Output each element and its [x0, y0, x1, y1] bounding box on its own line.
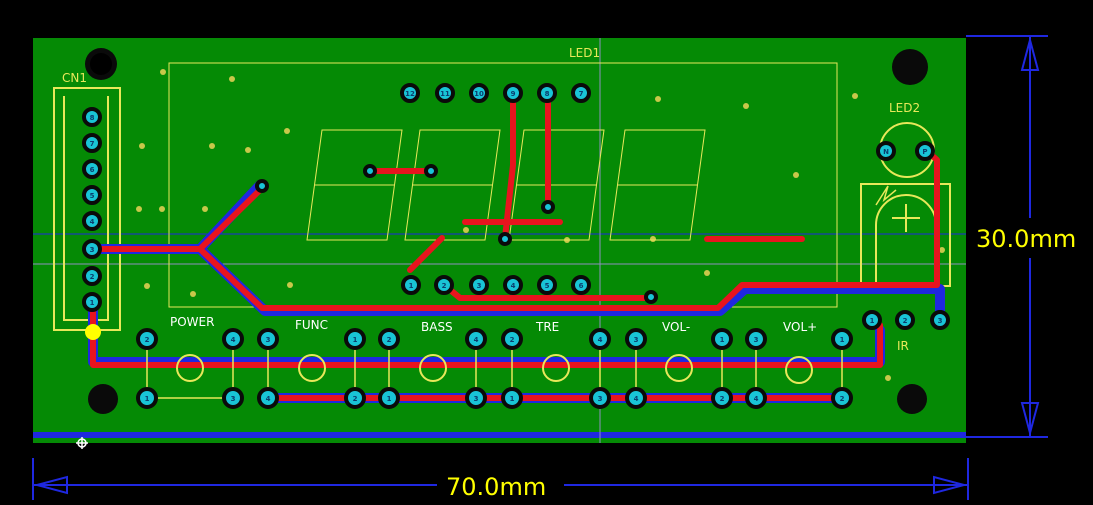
svg-text:4: 4: [474, 336, 479, 344]
svg-text:2: 2: [145, 336, 150, 344]
svg-text:9: 9: [511, 90, 516, 98]
vol-minus-label: VOL-: [662, 320, 690, 334]
tre-label: TRE: [535, 320, 559, 334]
vol-plus-label: VOL+: [783, 320, 817, 334]
svg-text:4: 4: [90, 218, 95, 226]
button-outlines: [176, 354, 813, 384]
svg-text:5: 5: [545, 282, 550, 290]
svg-text:3: 3: [598, 395, 603, 403]
led1-label: LED1: [569, 46, 600, 60]
cn1-label: CN1: [62, 71, 87, 85]
board-edge-bottom: [33, 432, 966, 438]
mounting-holes: [85, 48, 928, 414]
origin-marker: [76, 437, 88, 449]
svg-text:N: N: [883, 148, 889, 156]
svg-text:5: 5: [90, 192, 95, 200]
svg-text:4: 4: [511, 282, 516, 290]
svg-text:4: 4: [231, 336, 236, 344]
svg-text:1: 1: [510, 395, 515, 403]
svg-text:1: 1: [145, 395, 150, 403]
func-label: FUNC: [295, 318, 328, 332]
svg-text:6: 6: [579, 282, 584, 290]
svg-text:2: 2: [387, 336, 392, 344]
svg-text:4: 4: [634, 395, 639, 403]
svg-text:2: 2: [840, 395, 845, 403]
svg-text:2: 2: [353, 395, 358, 403]
svg-text:1: 1: [353, 336, 358, 344]
ir-label: IR: [897, 339, 909, 353]
svg-text:2: 2: [90, 273, 95, 281]
pin1-marker: [85, 324, 101, 340]
svg-text:3: 3: [90, 246, 95, 254]
pads: [82, 83, 950, 409]
vias: [136, 69, 945, 381]
bass-label: BASS: [421, 320, 453, 334]
svg-text:2: 2: [442, 282, 447, 290]
svg-text:1: 1: [90, 299, 95, 307]
svg-text:1: 1: [720, 336, 725, 344]
height-dimension: [966, 35, 1048, 438]
svg-text:1: 1: [840, 336, 845, 344]
svg-text:3: 3: [477, 282, 482, 290]
svg-text:8: 8: [90, 114, 95, 122]
svg-text:7: 7: [579, 90, 584, 98]
svg-text:12: 12: [405, 90, 415, 98]
svg-text:3: 3: [266, 336, 271, 344]
width-dimension: [32, 458, 969, 500]
svg-text:4: 4: [754, 395, 759, 403]
svg-text:6: 6: [90, 166, 95, 174]
svg-text:3: 3: [634, 336, 639, 344]
svg-text:11: 11: [440, 90, 450, 98]
svg-text:10: 10: [474, 90, 484, 98]
svg-text:2: 2: [903, 317, 908, 325]
svg-text:8: 8: [545, 90, 550, 98]
height-dimension-label: 30.0mm: [976, 225, 1076, 253]
svg-text:4: 4: [598, 336, 603, 344]
led2-label: LED2: [889, 101, 920, 115]
svg-text:2: 2: [720, 395, 725, 403]
svg-text:1: 1: [409, 282, 414, 290]
svg-text:1: 1: [870, 317, 875, 325]
svg-text:3: 3: [231, 395, 236, 403]
svg-text:4: 4: [266, 395, 271, 403]
width-dimension-label: 70.0mm: [446, 473, 546, 501]
svg-text:7: 7: [90, 140, 95, 148]
power-label: POWER: [170, 315, 214, 329]
seven-segment-digits: [306, 129, 706, 241]
svg-text:P: P: [922, 148, 927, 156]
svg-text:3: 3: [938, 317, 943, 325]
svg-text:3: 3: [474, 395, 479, 403]
svg-text:3: 3: [754, 336, 759, 344]
svg-text:2: 2: [510, 336, 515, 344]
svg-text:1: 1: [387, 395, 392, 403]
